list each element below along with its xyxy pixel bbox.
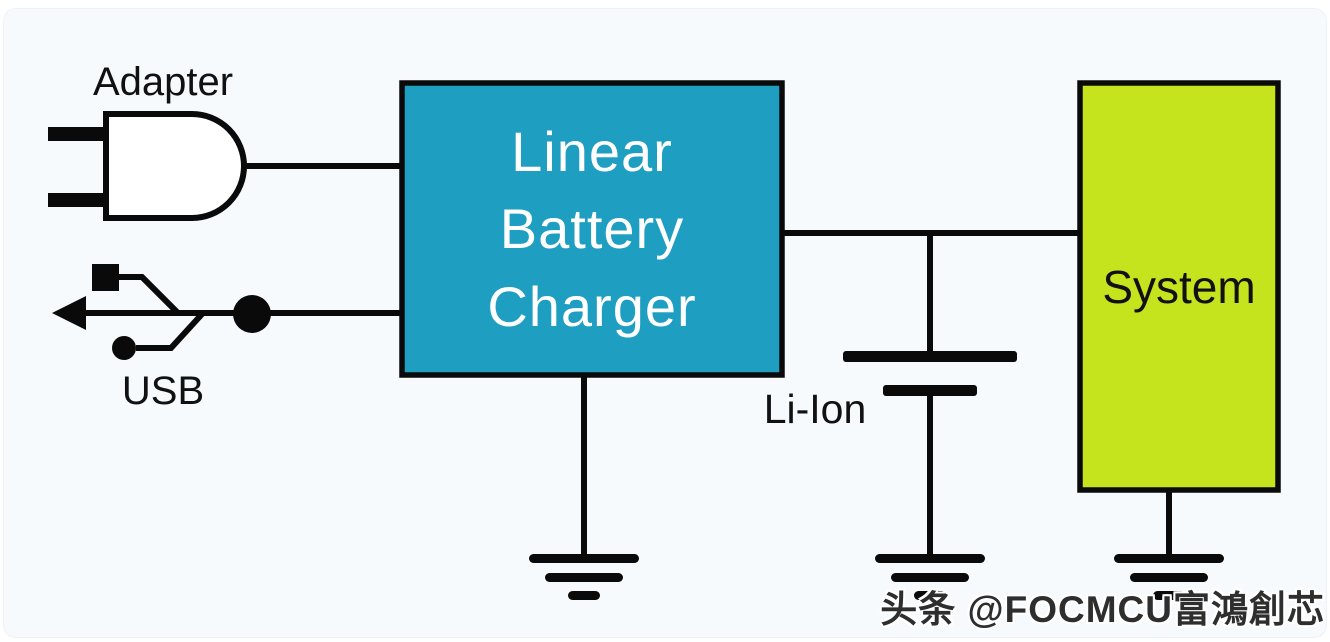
system-block xyxy=(1077,80,1281,493)
charger-label-line-2: Battery xyxy=(499,197,685,261)
watermark-text: 头条 @FOCMCU富鴻創芯 xyxy=(880,589,1325,630)
usb-arrow-head xyxy=(52,296,86,330)
liion-battery-label: Li-Ion xyxy=(763,386,867,432)
usb-trident-icon xyxy=(52,264,271,360)
usb-circle-terminal xyxy=(112,336,136,360)
adapter-label: Adapter xyxy=(92,60,234,104)
charger-label-line-1: Linear xyxy=(511,120,673,184)
charger-ground-icon xyxy=(529,554,639,600)
charger-block xyxy=(399,80,785,378)
plug-prong-top xyxy=(48,127,108,141)
usb-upper-branch xyxy=(117,274,181,316)
charger-block-label: Linear Battery Charger xyxy=(402,83,782,375)
plug-prong-bottom xyxy=(48,193,108,207)
usb-label: USB xyxy=(121,369,205,413)
battery-plate-short xyxy=(883,385,977,396)
ac-adapter-plug-icon xyxy=(48,111,247,221)
usb-square-terminal xyxy=(92,264,119,291)
usb-lower-branch xyxy=(136,310,206,351)
charger-label-line-3: Charger xyxy=(487,274,697,338)
battery-icon xyxy=(843,233,1017,556)
battery-plate-long xyxy=(843,351,1017,362)
plug-body xyxy=(103,111,247,221)
system-block-label: System xyxy=(1102,260,1256,313)
